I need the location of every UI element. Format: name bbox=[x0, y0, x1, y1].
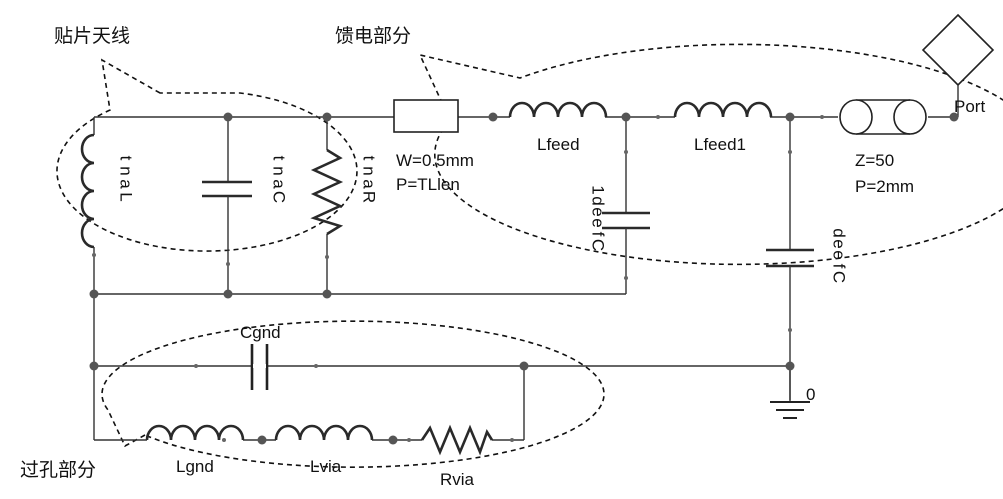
vlabel-R-glyph: n bbox=[360, 166, 379, 175]
vlabel-L-glyph: L bbox=[117, 192, 136, 201]
tline-length-label: P=TLlen bbox=[396, 175, 460, 194]
cfeed-capacitor bbox=[766, 117, 814, 400]
feed-section-label: 馈电部分 bbox=[335, 25, 411, 47]
vlabel-L-glyph: a bbox=[117, 179, 136, 189]
vlabel-Cf1-glyph: 1 bbox=[589, 185, 608, 194]
vlabel-R-glyph: a bbox=[360, 179, 379, 189]
coax-length-label: P=2mm bbox=[855, 177, 914, 196]
patch-antenna-outline bbox=[56, 58, 358, 252]
vlabel-C-glyph: C bbox=[270, 191, 289, 203]
antenna-inductor bbox=[80, 117, 95, 440]
vlabel-L-glyph: t bbox=[117, 156, 136, 161]
vlabel-Cf1-glyph: d bbox=[589, 196, 608, 205]
vlabel-C-glyph: a bbox=[270, 179, 289, 189]
vlabel-C-glyph: n bbox=[270, 166, 289, 175]
via-bottom-rail bbox=[94, 366, 525, 441]
vlabel-Cf-glyph: f bbox=[830, 264, 849, 269]
vlabel-Cf-glyph: C bbox=[830, 271, 849, 283]
tline-width-label: W=0.5mm bbox=[396, 151, 474, 170]
coax-impedance-label: Z=50 bbox=[855, 151, 894, 170]
lfeed-inductor bbox=[508, 101, 608, 118]
vlabel-Cf-glyph: d bbox=[830, 228, 849, 237]
lfeed-label: Lfeed bbox=[537, 135, 580, 154]
via-section-label: 过孔部分 bbox=[20, 459, 96, 481]
vlabel-Cf1-glyph: f bbox=[589, 232, 608, 237]
junction-nodes bbox=[89, 112, 959, 445]
vlabel-Cf1-glyph: e bbox=[589, 218, 608, 227]
vlabel-Cf-glyph: e bbox=[830, 250, 849, 259]
patch-antenna-label: 贴片天线 bbox=[54, 25, 130, 47]
vlabel-C-glyph: t bbox=[270, 156, 289, 161]
vlabel-Cf1-glyph: C bbox=[589, 239, 608, 251]
ground-symbol bbox=[770, 366, 810, 419]
cgnd-label: Cgnd bbox=[240, 323, 281, 342]
lfeed1-inductor bbox=[673, 101, 773, 118]
port-symbol bbox=[921, 13, 995, 117]
lvia-label: Lvia bbox=[310, 457, 342, 476]
vlabel-L-glyph: n bbox=[117, 166, 136, 175]
vlabel-R-glyph: t bbox=[360, 156, 379, 161]
lfeed1-label: Lfeed1 bbox=[694, 135, 746, 154]
lgnd-label: Lgnd bbox=[176, 457, 214, 476]
port-label: Port bbox=[954, 97, 985, 116]
lgnd-inductor bbox=[145, 424, 245, 441]
rvia-resistor bbox=[420, 424, 494, 456]
vlabel-R-glyph: R bbox=[360, 191, 379, 203]
antenna-capacitor bbox=[202, 117, 252, 294]
vlabel-Cf-glyph: e bbox=[830, 239, 849, 248]
antenna-resistor bbox=[310, 117, 344, 294]
ground-label: 0 bbox=[806, 385, 815, 404]
via-section-outline bbox=[101, 320, 605, 468]
feed-section-outline bbox=[418, 43, 1003, 266]
cfeed1-capacitor bbox=[602, 117, 650, 294]
rvia-label: Rvia bbox=[440, 470, 475, 489]
cgnd-capacitor bbox=[250, 344, 269, 390]
lvia-inductor bbox=[274, 424, 374, 441]
coax-line bbox=[839, 99, 927, 135]
transmission-line bbox=[393, 99, 459, 133]
vlabel-Cf1-glyph: e bbox=[589, 207, 608, 216]
